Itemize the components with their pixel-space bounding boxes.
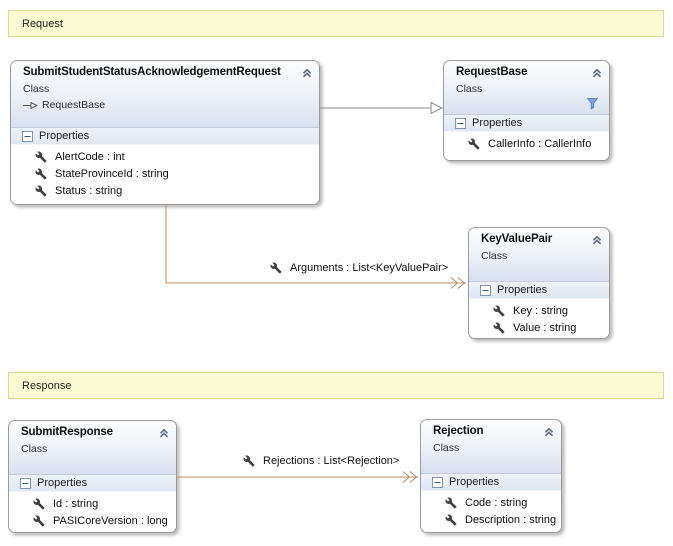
- wrench-icon: [493, 322, 505, 334]
- response-banner-label: Response: [22, 379, 72, 392]
- rejections-association-connector[interactable]: [177, 471, 418, 483]
- property-label: Key : string: [513, 304, 569, 317]
- property-label: Id : string: [53, 497, 99, 510]
- inheritance-open-triangle-icon: [430, 101, 444, 115]
- properties-compartment-header[interactable]: Properties: [469, 281, 609, 299]
- class-kind-label: Class: [456, 83, 483, 95]
- class-title: SubmitStudentStatusAcknowledgementReques…: [23, 66, 281, 78]
- property-row[interactable]: PASICoreVersion : long: [9, 512, 176, 529]
- property-row[interactable]: StateProvinceId : string: [11, 165, 319, 182]
- wrench-icon: [35, 185, 47, 197]
- wrench-icon: [33, 515, 45, 527]
- wrench-icon: [35, 168, 47, 180]
- collapse-chevron-icon[interactable]: [543, 426, 555, 438]
- class-box-request-base[interactable]: RequestBase Class Properties CallerInfo …: [443, 60, 610, 161]
- collapse-chevron-icon[interactable]: [591, 234, 603, 246]
- class-kind-label: Class: [21, 443, 48, 455]
- response-banner[interactable]: Response: [8, 372, 664, 399]
- property-label: Value : string: [513, 321, 577, 334]
- minus-box-icon[interactable]: [22, 130, 33, 142]
- properties-list: AlertCode : int StateProvinceId : string…: [11, 145, 319, 204]
- property-row[interactable]: CallerInfo : CallerInfo: [444, 135, 609, 152]
- property-row[interactable]: Value : string: [469, 319, 609, 336]
- association-arrowhead-icon: [409, 471, 418, 483]
- class-title: RequestBase: [456, 66, 528, 78]
- collapse-chevron-icon[interactable]: [158, 427, 170, 439]
- inheritance-connector[interactable]: [320, 101, 444, 115]
- property-label: AlertCode : int: [55, 150, 125, 163]
- association-arrowhead-icon: [402, 471, 411, 483]
- wrench-icon: [493, 305, 505, 317]
- property-label: StateProvinceId : string: [55, 167, 169, 180]
- wrench-icon: [445, 497, 457, 509]
- properties-compartment-header[interactable]: Properties: [444, 114, 609, 132]
- wrench-icon: [35, 151, 47, 163]
- rejections-association-label[interactable]: Rejections : List<Rejection>: [243, 455, 399, 467]
- request-banner[interactable]: Request: [8, 10, 664, 37]
- class-header: KeyValuePair Class: [469, 228, 609, 281]
- property-row[interactable]: Key : string: [469, 302, 609, 319]
- class-header: Rejection Class: [421, 420, 561, 473]
- properties-list: Key : string Value : string: [469, 299, 609, 338]
- base-type-label: RequestBase: [42, 99, 106, 111]
- minus-box-icon[interactable]: [455, 117, 466, 129]
- wrench-icon: [243, 455, 255, 467]
- property-row[interactable]: Id : string: [9, 495, 176, 512]
- wrench-icon: [270, 262, 282, 274]
- properties-list: Code : string Description : string: [421, 491, 561, 532]
- property-row[interactable]: Status : string: [11, 182, 319, 199]
- property-row[interactable]: Code : string: [421, 494, 561, 511]
- property-label: CallerInfo : CallerInfo: [488, 137, 592, 150]
- compartment-label: Properties: [472, 117, 523, 129]
- arguments-association-connector[interactable]: [165, 205, 466, 289]
- class-box-submit-response[interactable]: SubmitResponse Class Properties Id : str…: [8, 420, 177, 533]
- class-title: Rejection: [433, 425, 484, 437]
- collapse-chevron-icon[interactable]: [301, 67, 313, 79]
- association-label-text: Arguments : List<KeyValuePair>: [290, 262, 449, 274]
- compartment-label: Properties: [39, 130, 90, 142]
- class-title: SubmitResponse: [21, 426, 113, 438]
- property-row[interactable]: Description : string: [421, 511, 561, 528]
- class-box-submit-request[interactable]: SubmitStudentStatusAcknowledgementReques…: [10, 60, 320, 205]
- property-row[interactable]: AlertCode : int: [11, 148, 319, 165]
- association-arrowhead-icon: [457, 277, 466, 289]
- class-kind-label: Class: [433, 442, 460, 454]
- compartment-label: Properties: [449, 476, 500, 488]
- collapse-chevron-icon[interactable]: [591, 67, 603, 79]
- properties-compartment-header[interactable]: Properties: [9, 474, 176, 492]
- association-label-text: Rejections : List<Rejection>: [263, 455, 400, 467]
- compartment-label: Properties: [37, 477, 88, 489]
- class-header: RequestBase Class: [444, 61, 609, 114]
- filter-icon[interactable]: [586, 97, 599, 110]
- wrench-icon: [468, 138, 480, 150]
- minus-box-icon[interactable]: [20, 477, 31, 489]
- arguments-association-label[interactable]: Arguments : List<KeyValuePair>: [270, 262, 448, 274]
- class-header: SubmitStudentStatusAcknowledgementReques…: [11, 61, 319, 127]
- minus-box-icon[interactable]: [432, 476, 443, 488]
- minus-box-icon[interactable]: [480, 284, 491, 296]
- class-box-rejection[interactable]: Rejection Class Properties Code : string…: [420, 419, 562, 533]
- class-kind-label: Class: [481, 250, 508, 262]
- properties-compartment-header[interactable]: Properties: [421, 473, 561, 491]
- property-label: Status : string: [55, 184, 123, 197]
- wrench-icon: [33, 498, 45, 510]
- class-kind-label: Class: [23, 83, 50, 95]
- class-title: KeyValuePair: [481, 233, 553, 245]
- compartment-label: Properties: [497, 284, 548, 296]
- class-header: SubmitResponse Class: [9, 421, 176, 474]
- property-label: Code : string: [465, 496, 528, 509]
- property-label: Description : string: [465, 513, 557, 526]
- inherits-arrow-icon: [23, 101, 38, 110]
- association-arrowhead-icon: [450, 277, 459, 289]
- properties-list: Id : string PASICoreVersion : long: [9, 492, 176, 532]
- request-banner-label: Request: [22, 17, 63, 30]
- wrench-icon: [445, 514, 457, 526]
- class-box-key-value-pair[interactable]: KeyValuePair Class Properties Key : stri…: [468, 227, 610, 339]
- property-label: PASICoreVersion : long: [53, 514, 168, 527]
- properties-list: CallerInfo : CallerInfo: [444, 132, 609, 160]
- properties-compartment-header[interactable]: Properties: [11, 127, 319, 145]
